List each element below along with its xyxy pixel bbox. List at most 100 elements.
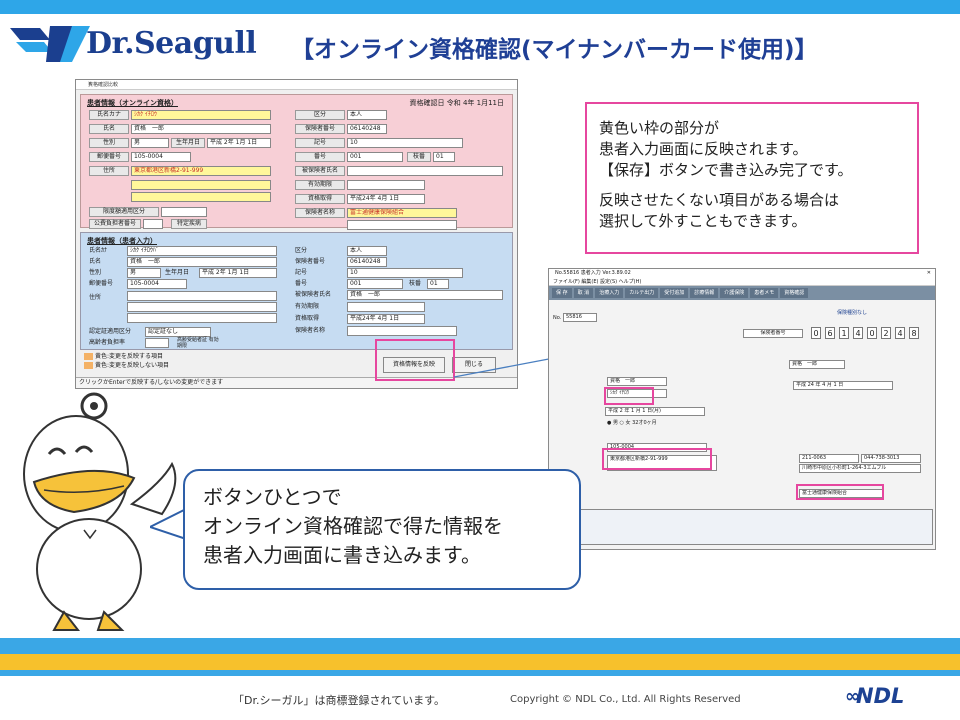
s2-name-kana[interactable]: ｼｶｸ ｲﾁﾛｳ bbox=[607, 389, 667, 398]
s2-acquired[interactable]: 平成 24 年 4 月 1 日 bbox=[793, 381, 893, 390]
insured-label[interactable]: 被保険者氏名 bbox=[295, 166, 345, 176]
p-address-line3[interactable] bbox=[127, 313, 277, 323]
branch-value[interactable]: 01 bbox=[433, 152, 455, 162]
address-label[interactable]: 住所 bbox=[89, 166, 129, 176]
zip-label[interactable]: 郵便番号 bbox=[89, 152, 129, 162]
p-valid-value[interactable] bbox=[347, 302, 425, 312]
p-insurer-name-value[interactable] bbox=[347, 326, 457, 336]
zip-value[interactable]: 105-0004 bbox=[131, 152, 191, 162]
symbol-value[interactable]: 10 bbox=[347, 138, 463, 148]
burden-value[interactable]: 本人 bbox=[347, 110, 387, 120]
insurer-name-line2[interactable] bbox=[347, 220, 457, 230]
p-insurer-value[interactable]: 06140248 bbox=[347, 257, 387, 267]
kana-label[interactable]: 氏名カナ bbox=[89, 110, 129, 120]
cert-value[interactable] bbox=[143, 219, 163, 229]
insurer-value[interactable]: 06140248 bbox=[347, 124, 387, 134]
valid-value[interactable] bbox=[347, 180, 425, 190]
p-sex-value[interactable]: 男 bbox=[127, 268, 161, 278]
p-address-label: 住所 bbox=[89, 294, 102, 301]
limit-label[interactable]: 限度額適用区分 bbox=[89, 207, 159, 217]
no-value[interactable]: 55816 bbox=[563, 313, 597, 322]
kana-value[interactable]: ｼｶｸ ｲﾁﾛｳ bbox=[131, 110, 271, 120]
name-label[interactable]: 氏名 bbox=[89, 124, 129, 134]
seagull-mascot-icon bbox=[23, 392, 177, 631]
limit-value[interactable] bbox=[161, 207, 207, 217]
s2-address[interactable]: 東京都港区新橋2-91-999 bbox=[607, 455, 717, 471]
number-value[interactable]: 001 bbox=[347, 152, 403, 162]
p-elderly-value[interactable] bbox=[145, 338, 169, 348]
toolbar-button[interactable]: 資格確認 bbox=[780, 288, 809, 298]
p-branch-value[interactable]: 01 bbox=[427, 279, 449, 289]
toolbar-button[interactable]: 患者メモ bbox=[750, 288, 779, 298]
sex-value[interactable]: 男 bbox=[131, 138, 169, 148]
p-burden-label: 区分 bbox=[295, 247, 308, 254]
close-button[interactable]: 閉じる bbox=[452, 357, 496, 373]
p-limit-label: 認定証適用区分 bbox=[89, 328, 132, 335]
close-icon[interactable]: ✕ bbox=[88, 81, 93, 87]
s2-work-address[interactable]: 川崎市中原区小杉町1-264-3エムブル bbox=[799, 464, 921, 473]
insurer-label[interactable]: 保険者番号 bbox=[295, 124, 345, 134]
toolbar-button[interactable]: 保 存 bbox=[552, 288, 572, 298]
p-address-line1[interactable] bbox=[127, 291, 277, 301]
s2-name-kanji[interactable]: 資格 一郎 bbox=[607, 377, 667, 386]
s2-workplace-zip[interactable]: 211-0063 bbox=[799, 454, 859, 463]
toolbar-button[interactable]: 治療入力 bbox=[595, 288, 624, 298]
p-kana-value[interactable]: ｼｶｸ ｲﾁﾛｳﾊﾞ bbox=[127, 246, 277, 256]
p-limit-value[interactable]: 認定証なし bbox=[145, 327, 211, 337]
address-line3[interactable] bbox=[131, 192, 271, 202]
insurer-digit[interactable]: 8 bbox=[909, 327, 919, 339]
insurer-digit[interactable]: 0 bbox=[811, 327, 821, 339]
dob-value[interactable]: 平成 2年 1月 1日 bbox=[207, 138, 271, 148]
sex-label[interactable]: 性別 bbox=[89, 138, 129, 148]
insurer-digit[interactable]: 4 bbox=[895, 327, 905, 339]
window-titlebar: 資格確認比較 ✕ bbox=[76, 80, 517, 90]
insurer-digit[interactable]: 4 bbox=[853, 327, 863, 339]
p-address-line2[interactable] bbox=[127, 302, 277, 312]
insurer-digit[interactable]: 2 bbox=[881, 327, 891, 339]
s2-insured-name[interactable]: 資格 一郎 bbox=[789, 360, 845, 369]
valid-label[interactable]: 有効期限 bbox=[295, 180, 345, 190]
insurer-digit[interactable]: 1 bbox=[839, 327, 849, 339]
cert2-label[interactable]: 特定疾病 bbox=[171, 219, 207, 229]
p-acquired-value[interactable]: 平成24年 4月 1日 bbox=[347, 314, 425, 324]
s2-phone[interactable]: 044-738-3013 bbox=[861, 454, 921, 463]
address-line2[interactable] bbox=[131, 180, 271, 190]
highlight-address bbox=[602, 448, 712, 470]
insurer-name-label[interactable]: 保険者名称 bbox=[295, 208, 345, 218]
p-dob-value[interactable]: 平成 2年 1月 1日 bbox=[199, 268, 277, 278]
s2-zip[interactable]: 105-0004 bbox=[607, 443, 707, 452]
name-value[interactable]: 資格 一郎 bbox=[131, 124, 271, 134]
insured-value[interactable] bbox=[347, 166, 503, 176]
patient-input-window: No.55816 患者入力 Ver.3.89.02✕ ファイル(F) 編集(E)… bbox=[548, 268, 936, 550]
address-value[interactable]: 東京都港区新橋2-91-999 bbox=[131, 166, 271, 176]
s2-dob[interactable]: 平成 2 年 1 月 1 日(月) bbox=[605, 407, 705, 416]
acquired-label[interactable]: 資格取得 bbox=[295, 194, 345, 204]
p-zip-value[interactable]: 105-0004 bbox=[127, 279, 187, 289]
burden-label[interactable]: 区分 bbox=[295, 110, 345, 120]
dob-label[interactable]: 生年月日 bbox=[171, 138, 205, 148]
p-number-value[interactable]: 001 bbox=[347, 279, 403, 289]
p-name-value[interactable]: 資格 一郎 bbox=[127, 257, 277, 267]
toolbar-button[interactable]: 受付追加 bbox=[660, 288, 689, 298]
branch-label[interactable]: 枝番 bbox=[407, 152, 431, 162]
patient-input-titlebar: No.55816 患者入力 Ver.3.89.02✕ bbox=[549, 269, 935, 278]
p-elderly-label: 高齢者負担率 bbox=[89, 339, 126, 346]
insurer-digit[interactable]: 0 bbox=[867, 327, 877, 339]
toolbar-button[interactable]: カルテ出力 bbox=[625, 288, 659, 298]
toolbar-button[interactable]: 診療情報 bbox=[690, 288, 719, 298]
acquired-value[interactable]: 平成24年 4月 1日 bbox=[347, 194, 425, 204]
p-burden-value[interactable]: 本人 bbox=[347, 246, 387, 256]
symbol-label[interactable]: 記号 bbox=[295, 138, 345, 148]
p-insured-value[interactable]: 資格 一郎 bbox=[347, 290, 503, 300]
p-symbol-value[interactable]: 10 bbox=[347, 268, 463, 278]
close-icon[interactable]: ✕ bbox=[926, 270, 931, 276]
cert-label[interactable]: 公費負担者番号 bbox=[89, 219, 141, 229]
toolbar-button[interactable]: 取 消 bbox=[573, 288, 594, 298]
status-bar: クリックかEnterで反映する/しないの変更ができます bbox=[76, 377, 517, 388]
number-label[interactable]: 番号 bbox=[295, 152, 345, 162]
insurer-digit[interactable]: 6 bbox=[825, 327, 835, 339]
ndl-logo-icon: ∞ bbox=[845, 686, 860, 707]
toolbar-button[interactable]: 介護保険 bbox=[720, 288, 749, 298]
apply-qualification-button[interactable]: 資格情報を反映 bbox=[383, 357, 445, 373]
insurer-name-value[interactable]: 富士通健康保険組合 bbox=[347, 208, 457, 218]
